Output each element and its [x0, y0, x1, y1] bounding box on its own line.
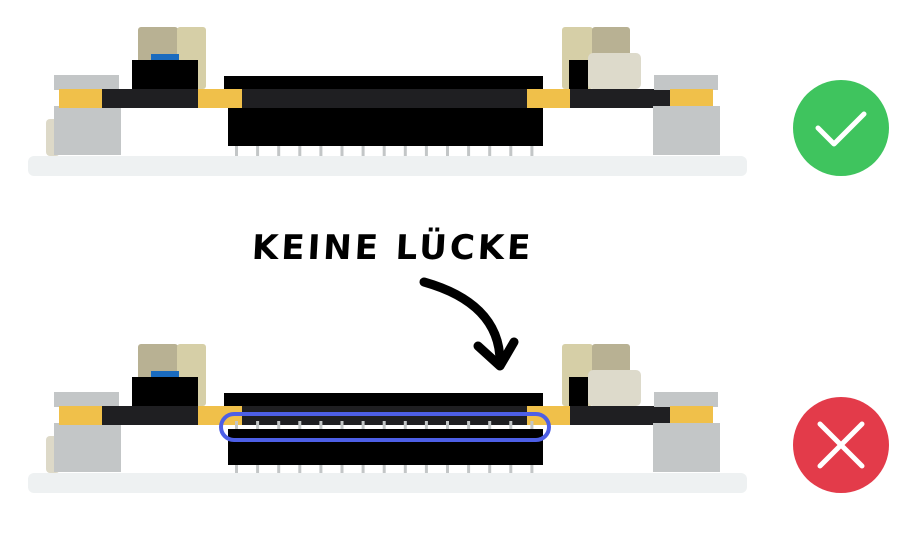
- x-icon: [793, 397, 889, 493]
- header-pin: [319, 140, 323, 156]
- annotation-label: KEINE LÜCKE: [250, 228, 535, 268]
- board-correct: [28, 27, 747, 176]
- header-pin: [340, 140, 344, 156]
- header-pin: [235, 140, 238, 156]
- header-pin: [530, 140, 534, 156]
- header-pins: [235, 140, 534, 156]
- header-pin: [467, 140, 471, 156]
- header-pin: [382, 140, 386, 156]
- header-pin: [446, 140, 449, 156]
- header-pin: [256, 140, 260, 156]
- header-pin: [403, 140, 407, 156]
- gap-highlight: [219, 412, 551, 442]
- header-pin: [298, 140, 302, 156]
- check-icon: [793, 80, 889, 176]
- female-header: [228, 429, 543, 465]
- header-pin: [277, 140, 281, 156]
- header-pin: [509, 140, 513, 156]
- header-pin: [424, 140, 428, 156]
- female-header: [228, 108, 543, 146]
- header-pin: [361, 140, 365, 156]
- board-incorrect: [28, 344, 747, 493]
- header-pin: [488, 140, 492, 156]
- arrow-icon: [419, 277, 519, 371]
